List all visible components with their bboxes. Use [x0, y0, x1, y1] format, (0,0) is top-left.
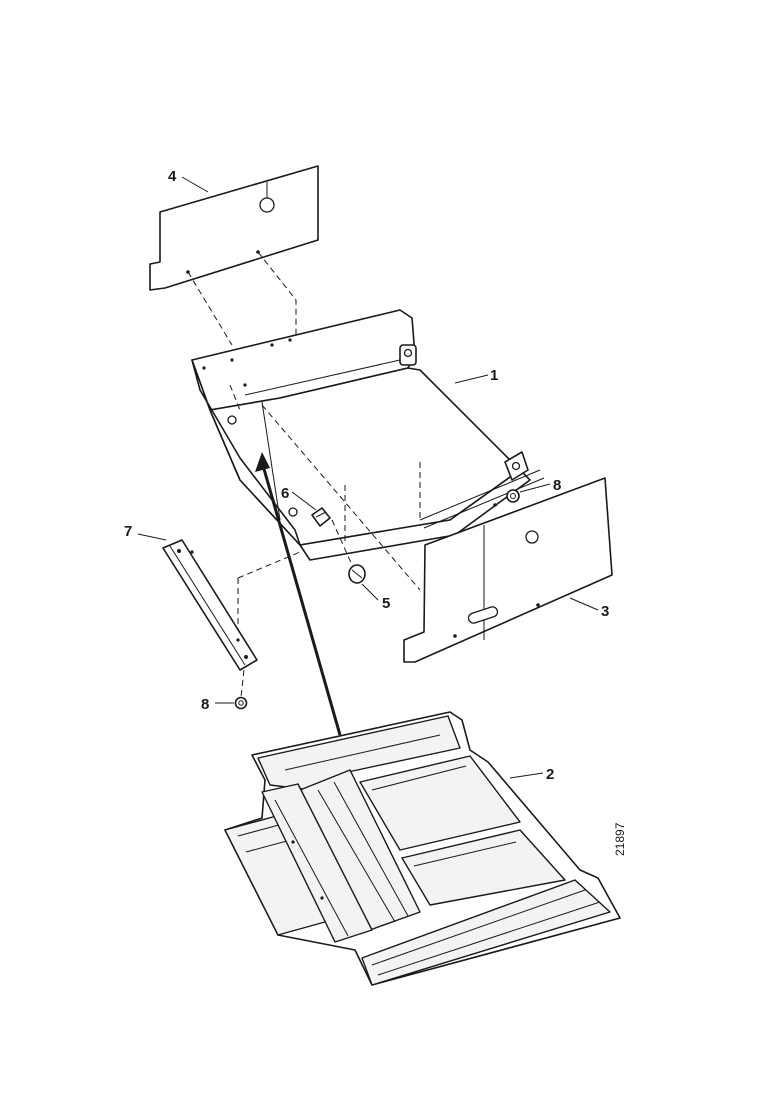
- callout-6: 6: [281, 485, 289, 502]
- part-1-main-frame: [191, 309, 545, 561]
- part-3-front-plate: [403, 477, 613, 663]
- part-5-fastener: [331, 519, 366, 584]
- callout-1: 1: [490, 367, 498, 384]
- callout-5: 5: [382, 595, 390, 612]
- callout-3: 3: [601, 603, 609, 620]
- part-8-nut-upper: [506, 489, 520, 503]
- part-8-nut-lower: [234, 669, 248, 710]
- part-7-side-strip: [162, 539, 258, 671]
- assembly-lines-4-1: [187, 251, 297, 346]
- assembly-lines-part-1: [229, 384, 421, 630]
- part-6-clip: [311, 507, 331, 527]
- part-4-upper-plate: [149, 165, 319, 291]
- callout-8-lower: 8: [201, 696, 209, 713]
- drawing-number: 21897: [613, 822, 627, 856]
- callout-leaders: [137, 176, 599, 779]
- part-2-bottom-pan: [224, 711, 621, 986]
- callout-7: 7: [124, 523, 132, 540]
- callout-8-upper: 8: [553, 477, 561, 494]
- callout-4: 4: [168, 168, 177, 185]
- callout-2: 2: [546, 766, 554, 783]
- assembly-arrow: [255, 452, 342, 736]
